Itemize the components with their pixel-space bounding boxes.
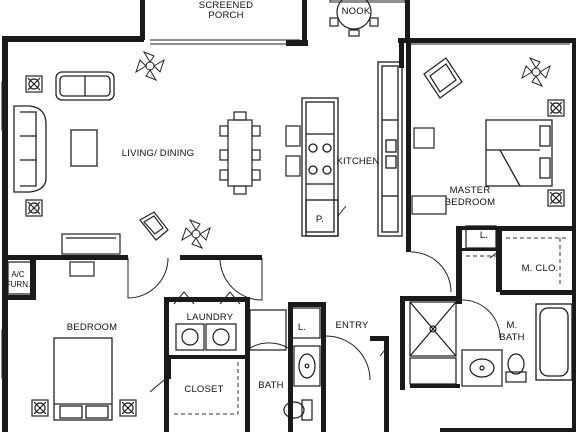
hall-toilet: [283, 399, 313, 421]
m-closet-shelving: [466, 237, 568, 286]
plant-icons: [135, 50, 551, 250]
shower: [409, 301, 457, 357]
bathtub: [535, 303, 573, 381]
label-bedroom: BEDROOM: [67, 322, 118, 333]
pantry: [305, 199, 339, 237]
bedroom-dresser: [69, 261, 95, 277]
label-ac: A/C: [11, 270, 25, 279]
label-closet: CLOSET: [184, 384, 223, 395]
label-nook: NOOK: [342, 6, 371, 17]
bar-stools: [285, 125, 301, 177]
end-tables: [25, 75, 43, 217]
label-m: M.: [507, 320, 518, 331]
label-m-closet: M. CLO.: [522, 263, 559, 274]
media-console: [61, 233, 121, 255]
hall-bath-vanity: [293, 345, 321, 387]
master-vanity: [461, 349, 503, 387]
label-pantry: P.: [316, 214, 324, 225]
label-porch: PORCH: [208, 10, 243, 21]
master-bath-vanity-left: [409, 357, 457, 385]
label-laundry: LAUNDRY: [187, 312, 234, 323]
kitchen-stool-right: [413, 127, 435, 149]
washer-dryer: [175, 323, 237, 351]
master-nightstands: [547, 99, 565, 207]
label-bath: BATH: [258, 380, 283, 391]
sectional-sofa: [13, 105, 47, 193]
hall-bath-tub: [249, 309, 287, 351]
linen-master: [465, 225, 497, 249]
label-master-bedroom: BEDROOM: [445, 197, 496, 208]
label-m-bath: BATH: [499, 332, 524, 343]
bedroom-bed: [53, 337, 113, 421]
laundry-doors: [173, 291, 241, 305]
label-master: MASTER: [450, 185, 491, 196]
entry-linen: [291, 307, 321, 339]
ac-furnace: [7, 261, 33, 295]
label-entry: ENTRY: [335, 320, 368, 331]
kitchen-counter: [377, 61, 403, 237]
room-labels: SCREENED PORCH NOOK LIVING/ DINING KITCH…: [6, 0, 559, 395]
label-screened: SCREENED: [199, 0, 253, 11]
sofa: [55, 71, 115, 101]
label-linen-master: L.: [480, 230, 488, 241]
master-toilet: [505, 353, 527, 383]
closet-shelf: [174, 362, 239, 415]
label-kitchen: KITCHEN: [336, 156, 379, 167]
armchair-living: [139, 211, 169, 241]
label-furn: FURN.: [6, 280, 30, 289]
nook-table: [329, 0, 379, 37]
label-living-dining: LIVING/ DINING: [122, 148, 194, 159]
coffee-table: [70, 129, 98, 167]
dining-table: [219, 111, 261, 195]
master-dresser: [411, 195, 447, 215]
bedroom-nightstands: [31, 399, 137, 417]
door-swings: [127, 205, 501, 393]
label-linen-entry: L.: [298, 322, 306, 333]
master-armchair: [423, 57, 463, 99]
master-bed: [485, 119, 553, 187]
